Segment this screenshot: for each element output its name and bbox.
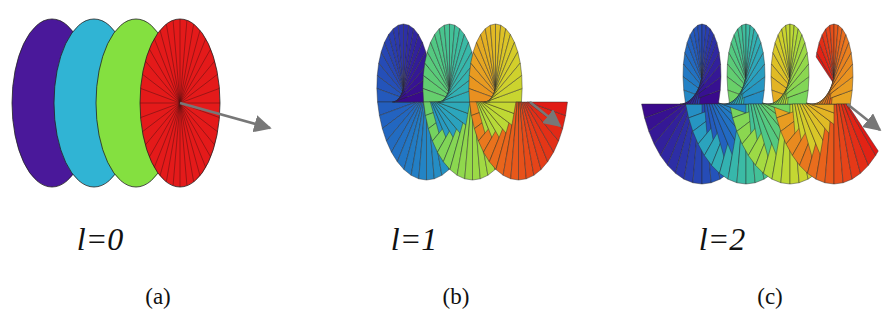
propagation-arrow — [180, 103, 270, 128]
disc-spoke — [180, 103, 181, 187]
disc-spoke — [173, 103, 180, 186]
panel-label: (c) — [757, 284, 783, 309]
disc-spoke — [145, 103, 180, 145]
disc-spoke — [154, 103, 180, 167]
helix-segment — [487, 63, 522, 102]
disc-spoke — [142, 74, 180, 103]
disc-spoke — [180, 24, 194, 103]
plane-wavefront — [12, 19, 270, 187]
helix-segment — [822, 43, 851, 104]
propagation-arrow — [847, 104, 880, 130]
panel-label: (b) — [443, 284, 470, 309]
disc-spoke — [166, 103, 180, 182]
helix-segment — [846, 104, 878, 155]
helix-segment — [778, 43, 807, 104]
helix-segment — [511, 102, 519, 180]
disc-spoke — [141, 88, 180, 103]
order-label: l=1 — [391, 222, 437, 257]
helix-segment — [734, 43, 763, 104]
order-label: l=2 — [699, 222, 745, 257]
order-label: l=0 — [77, 222, 123, 257]
disc-spoke — [180, 103, 220, 104]
disc-spoke — [180, 103, 200, 176]
disc-spoke — [140, 103, 180, 104]
double-helical-wavefront — [642, 24, 880, 184]
disc-spoke — [180, 61, 215, 103]
disc-spoke — [180, 39, 206, 103]
disc-spoke — [149, 49, 180, 103]
propagation-arrow — [530, 102, 560, 126]
helical-wavefront — [377, 24, 568, 180]
panel-label: (a) — [145, 284, 171, 309]
disc-spoke — [160, 30, 180, 103]
helix-segment — [690, 43, 719, 104]
disc-spoke — [180, 20, 187, 103]
disc-spoke — [180, 19, 181, 103]
